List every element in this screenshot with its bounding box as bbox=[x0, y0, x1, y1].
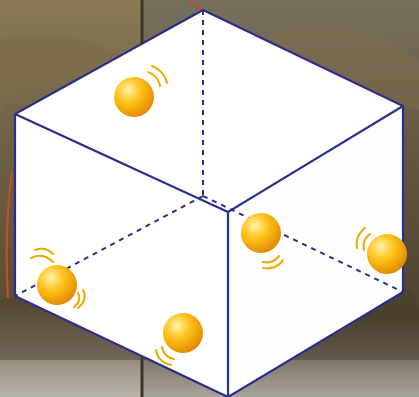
ball bbox=[114, 77, 154, 117]
ball bbox=[163, 313, 203, 353]
ball bbox=[37, 265, 77, 305]
ball bbox=[367, 234, 407, 274]
ball bbox=[241, 213, 281, 253]
